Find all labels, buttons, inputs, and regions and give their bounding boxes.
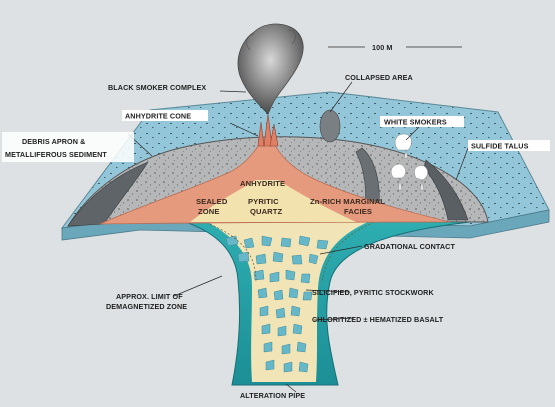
label-zn-rich-line1: Zn-RICH MARGINAL — [310, 197, 385, 206]
label-alteration-pipe: ALTERATION PIPE — [240, 391, 305, 400]
label-debris-apron-line1: DEBRIS APRON & — [22, 137, 85, 146]
label-approx-limit-line2: DEMAGNETIZED ZONE — [106, 302, 187, 311]
label-chloritized-basalt: CHLORITIZED ± HEMATIZED BASALT — [312, 315, 444, 324]
label-anhydrite-cone: ANHYDRITE CONE — [125, 112, 191, 121]
label-sealed-line2: ZONE — [198, 207, 220, 216]
label-collapsed-area: COLLAPSED AREA — [345, 73, 413, 82]
label-debris-apron-line2: METALLIFEROUS SEDIMENT — [5, 150, 107, 159]
label-zn-rich-line2: FACIES — [344, 207, 372, 216]
scale-bar-label: 100 M — [372, 43, 392, 52]
label-white-smokers: WHITE SMOKERS — [384, 118, 447, 127]
label-quartz: QUARTZ — [250, 207, 282, 216]
label-anhydrite: ANHYDRITE — [240, 179, 285, 188]
label-black-smoker-complex: BLACK SMOKER COMPLEX — [108, 83, 206, 92]
label-sealed-line1: SEALED — [196, 197, 228, 206]
collapsed-area — [320, 110, 340, 142]
label-sulfide-talus: SULFIDE TALUS — [471, 142, 529, 151]
label-pyritic: PYRITIC — [248, 197, 279, 206]
label-gradational-contact: GRADATIONAL CONTACT — [364, 242, 455, 251]
label-silicified-stockwork: SILICIFIED, PYRITIC STOCKWORK — [312, 288, 434, 297]
label-approx-limit-line1: APPROX. LIMIT OF — [116, 292, 183, 301]
